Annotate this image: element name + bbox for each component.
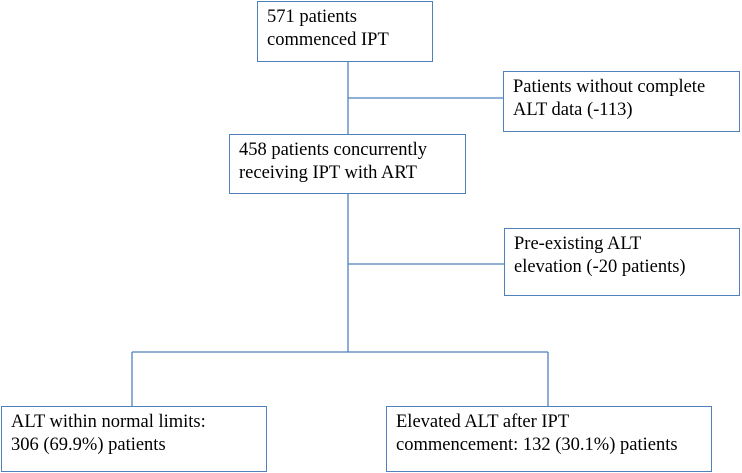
outcome-box-elevated-alt: Elevated ALT after IPT commencement: 132…	[386, 406, 712, 472]
outcome-elevated-line-1: Elevated ALT after IPT	[396, 412, 570, 432]
exclusion-1-line-1: Patients without complete	[513, 77, 706, 97]
exclusion-box-preexisting-alt: Pre-existing ALT elevation (-20 patients…	[504, 228, 740, 296]
exclusion-2-line-1: Pre-existing ALT	[514, 234, 642, 254]
exclusion-1-line-2: ALT data (-113)	[513, 100, 633, 120]
outcome-box-normal-alt: ALT within normal limits: 306 (69.9%) pa…	[1, 406, 267, 472]
exclusion-2-line-2: elevation (-20 patients)	[514, 257, 686, 277]
start-box-line-1: 571 patients	[267, 7, 357, 27]
start-box-line-2: commenced IPT	[267, 30, 389, 50]
outcome-elevated-line-2: commencement: 132 (30.1%) patients	[396, 435, 678, 455]
cohort-box-line-2: receiving IPT with ART	[239, 163, 417, 183]
start-box: 571 patients commenced IPT	[257, 1, 433, 62]
outcome-normal-line-1: ALT within normal limits:	[11, 412, 206, 432]
exclusion-box-incomplete-alt: Patients without complete ALT data (-113…	[503, 71, 740, 132]
cohort-box-line-1: 458 patients concurrently	[239, 140, 428, 160]
cohort-box: 458 patients concurrently receiving IPT …	[229, 134, 466, 194]
outcome-normal-line-2: 306 (69.9%) patients	[11, 435, 166, 455]
